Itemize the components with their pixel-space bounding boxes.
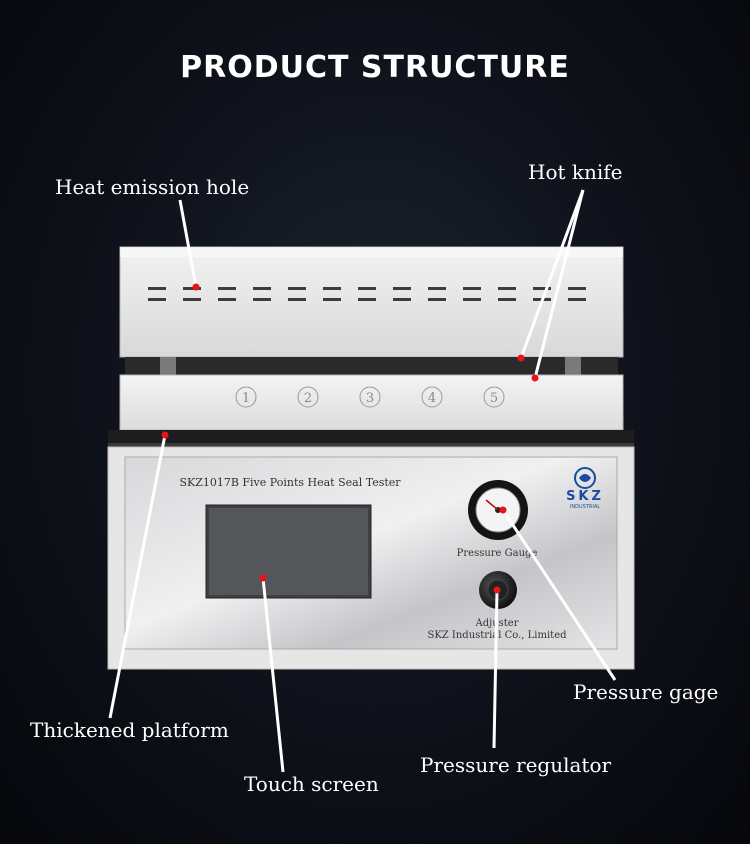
vent-slot bbox=[288, 298, 306, 301]
callout-thickened-platform: Thickened platform bbox=[30, 718, 229, 742]
vent-slot bbox=[428, 298, 446, 301]
vent-slot bbox=[288, 287, 306, 290]
vent-slot bbox=[393, 287, 411, 290]
marker-touch-screen bbox=[259, 574, 267, 582]
vent-slot bbox=[358, 287, 376, 290]
vent-slot bbox=[393, 298, 411, 301]
svg-text:SKZ: SKZ bbox=[566, 489, 604, 504]
vent-slot bbox=[218, 287, 236, 290]
vent-slot bbox=[183, 287, 201, 290]
vent-slot bbox=[323, 287, 341, 290]
model-label: SKZ1017B Five Points Heat Seal Tester bbox=[179, 476, 401, 489]
seal-point-circle bbox=[235, 386, 257, 408]
touch-screen[interactable] bbox=[205, 504, 372, 599]
marker-pressure-regulator bbox=[493, 586, 501, 594]
vent-slot bbox=[568, 287, 586, 290]
vent-slot bbox=[463, 298, 481, 301]
red-markers bbox=[161, 283, 539, 594]
vent-slot bbox=[148, 298, 166, 301]
vent-slot bbox=[463, 287, 481, 290]
marker-heat-emission-hole bbox=[192, 283, 200, 291]
callout-lines bbox=[108, 189, 617, 773]
vent-slot bbox=[183, 298, 201, 301]
vent-slot bbox=[218, 298, 236, 301]
seal-point-circle bbox=[483, 386, 505, 408]
skz-logo: SKZ INDUSTRIAL bbox=[566, 467, 604, 510]
callout-pressure-gage: Pressure gage bbox=[573, 680, 719, 704]
marker-hot-knife-lower bbox=[531, 374, 539, 382]
hot-knife-gap bbox=[125, 357, 618, 375]
thickened-platform bbox=[108, 430, 634, 444]
vent-slot bbox=[498, 287, 516, 290]
callout-touch-screen: Touch screen bbox=[244, 772, 379, 796]
svg-text:INDUSTRIAL: INDUSTRIAL bbox=[570, 504, 600, 510]
seal-block: 1 2 3 4 5 bbox=[119, 374, 624, 431]
callout-heat-emission-hole: Heat emission hole bbox=[55, 175, 250, 199]
pressure-gauge bbox=[468, 480, 528, 540]
vent-slot bbox=[323, 298, 341, 301]
vent-slot bbox=[148, 287, 166, 290]
vent-slot bbox=[358, 298, 376, 301]
seal-point-markers: 1 2 3 4 5 bbox=[235, 386, 505, 408]
vent-slot bbox=[253, 287, 271, 290]
vent-slot bbox=[253, 298, 271, 301]
vent-slot bbox=[568, 298, 586, 301]
vent-slot bbox=[428, 287, 446, 290]
seal-point-number: 5 bbox=[490, 391, 498, 406]
pressure-gauge-label: Pressure Gauge bbox=[457, 548, 538, 559]
seal-point-circle bbox=[421, 386, 443, 408]
seal-point-number: 1 bbox=[242, 391, 250, 406]
marker-hot-knife-upper bbox=[517, 354, 525, 362]
heat-emission-vents bbox=[148, 287, 586, 301]
marker-thickened-platform bbox=[161, 431, 169, 439]
seal-point-number: 3 bbox=[366, 391, 374, 406]
callout-hot-knife: Hot knife bbox=[528, 160, 623, 184]
seal-point-circle bbox=[297, 386, 319, 408]
vent-slot bbox=[498, 298, 516, 301]
page-title: PRODUCT STRUCTURE bbox=[180, 50, 570, 85]
seal-point-number: 4 bbox=[428, 391, 436, 406]
callout-pressure-regulator: Pressure regulator bbox=[420, 753, 612, 777]
seal-point-number: 2 bbox=[304, 391, 312, 406]
heat-cover bbox=[119, 246, 624, 358]
marker-pressure-gage bbox=[499, 506, 507, 514]
vent-slot bbox=[533, 287, 551, 290]
seal-point-circle bbox=[359, 386, 381, 408]
